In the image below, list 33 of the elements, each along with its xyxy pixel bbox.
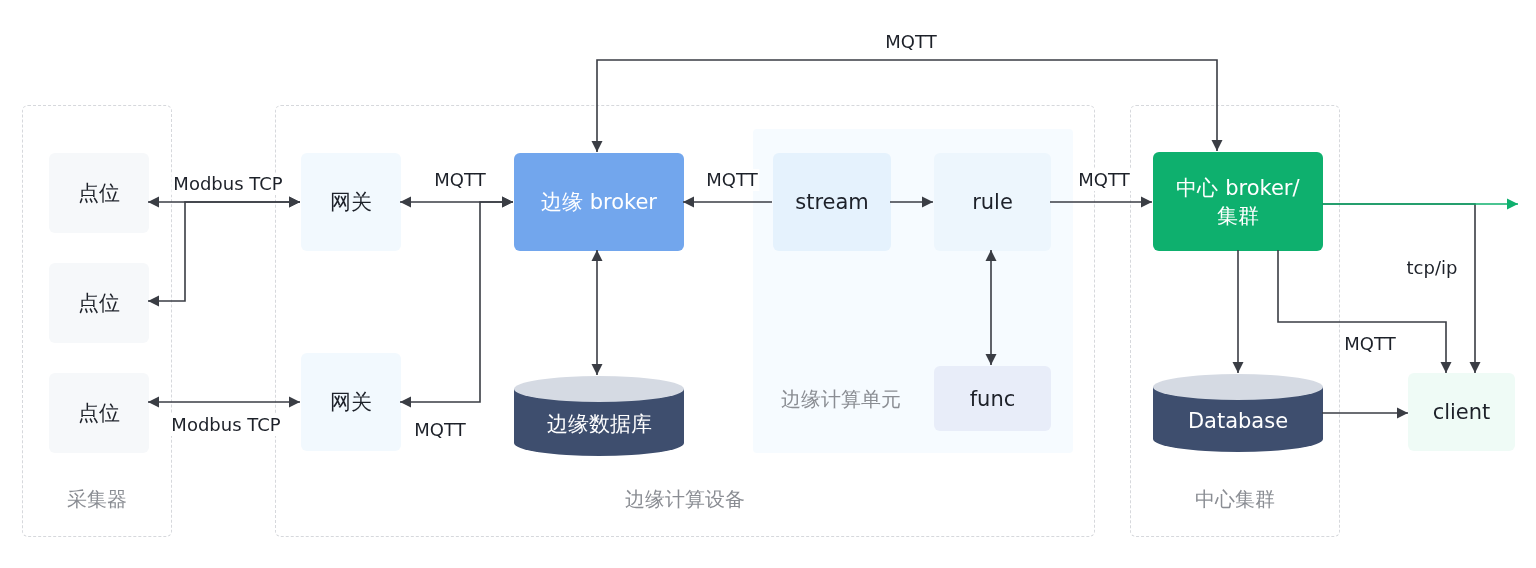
arrow	[591, 59, 1223, 153]
arrow	[147, 396, 301, 408]
group-label: 边缘计算设备	[625, 486, 745, 513]
arrow	[147, 196, 301, 307]
process-box: 点位	[49, 373, 149, 453]
edge-label: Modbus TCP	[169, 414, 283, 436]
process-box: client	[1408, 373, 1515, 451]
arrow	[1321, 407, 1409, 419]
process-box: 中心 broker/集群	[1153, 152, 1323, 251]
group-frame	[22, 105, 172, 537]
process-box: 边缘 broker	[514, 153, 684, 251]
arrow	[399, 196, 514, 408]
edge-label: tcp/ip	[1404, 257, 1460, 279]
arrow	[985, 249, 997, 366]
arrow	[1232, 249, 1244, 374]
arrow	[1277, 249, 1452, 374]
arrow	[889, 196, 934, 208]
process-box: 网关	[301, 353, 401, 451]
process-box: rule	[934, 153, 1051, 251]
process-box: 网关	[301, 153, 401, 251]
arrow	[591, 249, 603, 376]
process-box: 点位	[49, 153, 149, 233]
group-frame	[1130, 105, 1340, 537]
group-label: 边缘计算单元	[781, 386, 901, 413]
edge-label: Modbus TCP	[171, 173, 285, 195]
process-box: 点位	[49, 263, 149, 343]
arrow	[1321, 198, 1519, 210]
arrow	[682, 196, 773, 208]
process-box: func	[934, 366, 1051, 431]
arrow	[1049, 196, 1153, 208]
group-label: 中心集群	[1195, 486, 1275, 513]
process-box: stream	[773, 153, 891, 251]
group-label: 采集器	[67, 486, 127, 513]
